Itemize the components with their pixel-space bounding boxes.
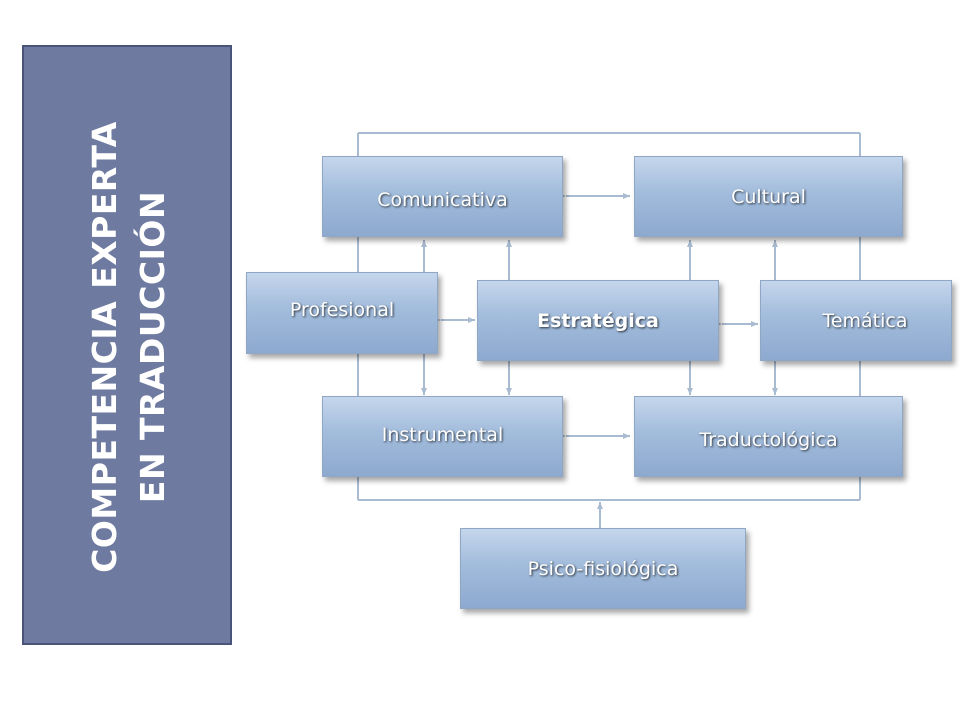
node-label: Temática <box>822 309 908 332</box>
node-psicofisiologica: Psico-fisiológica <box>460 528 746 609</box>
node-label: Profesional <box>289 299 395 321</box>
node-comunicativa: Comunicativa <box>322 156 563 237</box>
node-cultural: Cultural <box>634 156 903 237</box>
node-traductologica: Traductológica <box>634 396 903 477</box>
node-label: Estratégica <box>537 309 659 332</box>
node-label: Instrumental <box>381 423 504 446</box>
node-tematica: Temática <box>760 280 952 361</box>
node-label: Cultural <box>731 185 806 208</box>
node-instrumental: Instrumental <box>322 396 563 477</box>
node-label: Psico-fisiológica <box>527 557 679 580</box>
title-panel: COMPETENCIA EXPERTA EN TRADUCCIÓN <box>22 45 232 645</box>
node-estrategica: Estratégica <box>477 280 719 361</box>
node-label: Comunicativa <box>377 188 508 211</box>
node-profesional: Profesional <box>246 272 438 354</box>
node-label: Traductológica <box>699 428 838 451</box>
